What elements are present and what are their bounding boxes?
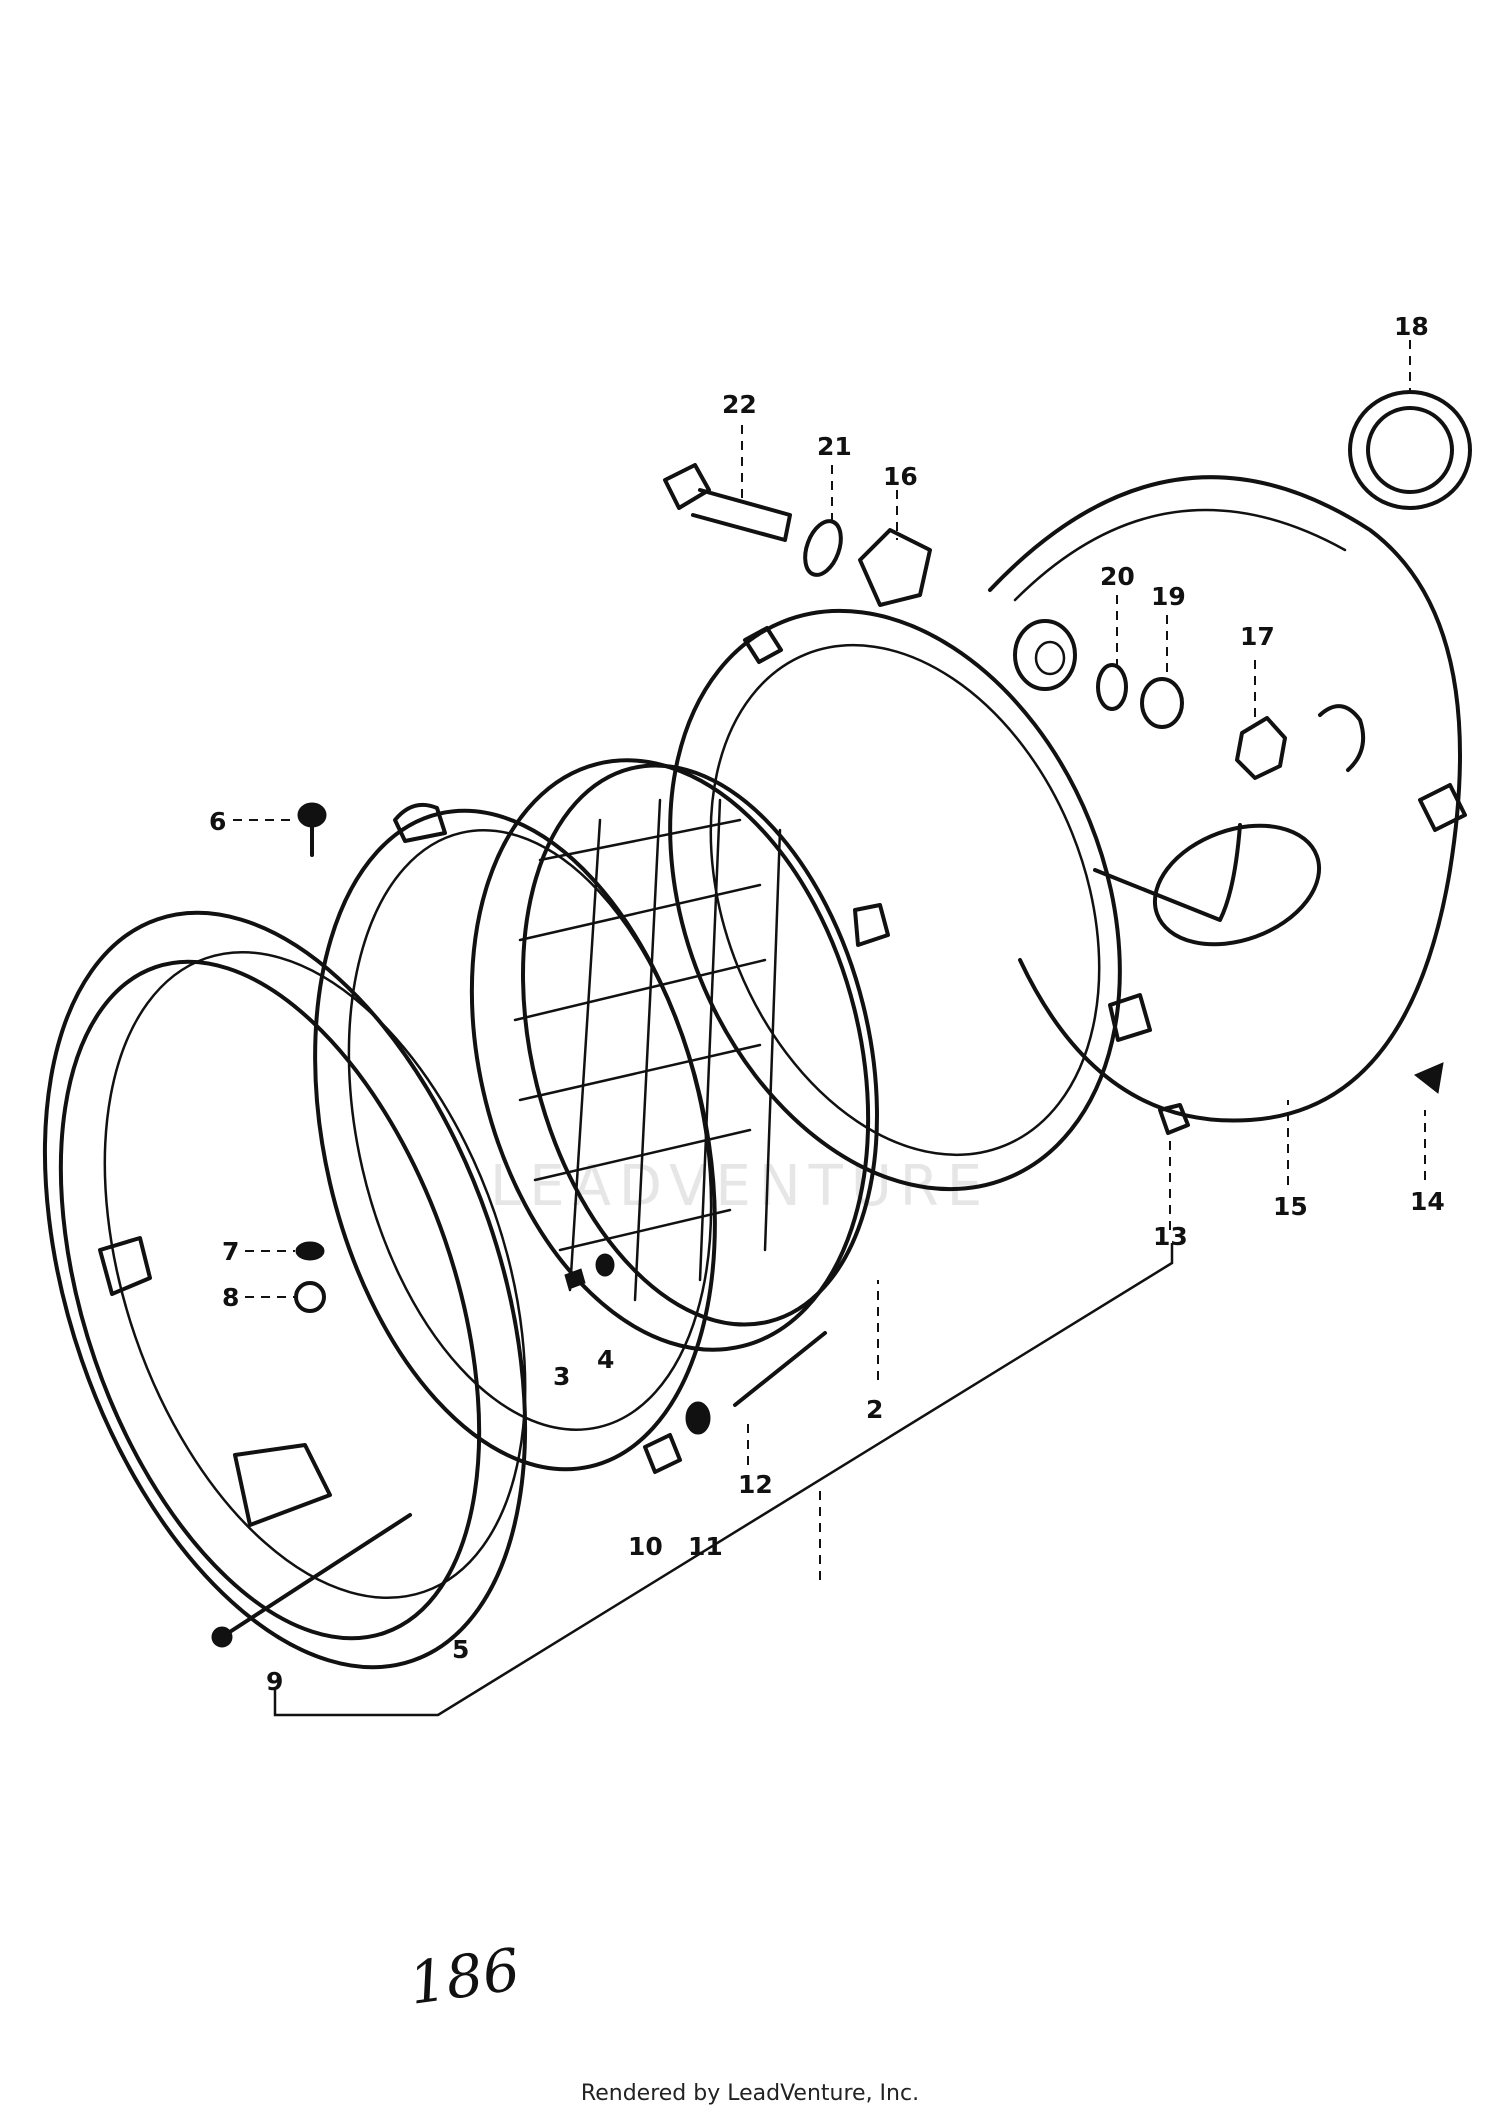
part-spacer-10 <box>643 1433 682 1474</box>
callout-21: 21 <box>817 432 852 461</box>
part-spring-12 <box>733 1331 827 1407</box>
watermark: LEADVENTURE <box>490 1154 990 1219</box>
callout-11: 11 <box>688 1532 723 1561</box>
callout-19: 19 <box>1151 582 1186 611</box>
callout-15: 15 <box>1273 1192 1308 1221</box>
leader-lines <box>233 340 1426 1580</box>
part-housing <box>988 475 1467 1123</box>
part-rim <box>42 910 528 1670</box>
part-sealed-beam <box>469 758 890 1352</box>
callout-2: 2 <box>866 1395 883 1424</box>
part-inner-ring <box>668 608 1152 1192</box>
callout-5: 5 <box>452 1635 469 1664</box>
part-adjust-screw <box>211 1513 412 1648</box>
group-bracket <box>273 1243 1174 1717</box>
callout-18: 18 <box>1394 312 1429 341</box>
callout-20: 20 <box>1100 562 1135 591</box>
callout-8: 8 <box>222 1283 239 1312</box>
callout-9: 9 <box>266 1667 283 1696</box>
callout-6: 6 <box>209 807 226 836</box>
callout-10: 10 <box>628 1532 663 1561</box>
part-nut-8 <box>294 1281 326 1313</box>
part-screw-3 <box>564 1268 586 1290</box>
callout-16: 16 <box>883 462 918 491</box>
part-washer-4 <box>595 1253 615 1277</box>
callout-3: 3 <box>553 1362 570 1391</box>
part-washer-21 <box>803 519 843 577</box>
part-nut-7 <box>295 1241 325 1261</box>
callout-12: 12 <box>738 1470 773 1499</box>
page-number: 186 <box>405 1935 524 2018</box>
part-washer-11 <box>685 1401 711 1435</box>
part-nut-13 <box>1158 1103 1190 1135</box>
part-rubber-ring <box>1348 390 1472 510</box>
part-cushion-16 <box>858 528 932 607</box>
callout-17: 17 <box>1240 622 1275 651</box>
callout-14: 14 <box>1410 1187 1445 1216</box>
part-housing-hardware <box>1013 619 1287 780</box>
part-screw-14 <box>1414 1062 1444 1094</box>
part-screw-6 <box>297 802 327 857</box>
callout-13: 13 <box>1153 1222 1188 1251</box>
callout-22: 22 <box>722 390 757 419</box>
footer-credit: Rendered by LeadVenture, Inc. <box>581 2081 919 2106</box>
callout-labels: 2 3 4 5 6 7 8 9 10 11 12 13 14 15 16 17 … <box>209 312 1445 1696</box>
part-beam-ring <box>313 803 717 1472</box>
part-bolt-22 <box>663 463 792 542</box>
callout-7: 7 <box>222 1237 239 1266</box>
callout-4: 4 <box>597 1345 614 1374</box>
